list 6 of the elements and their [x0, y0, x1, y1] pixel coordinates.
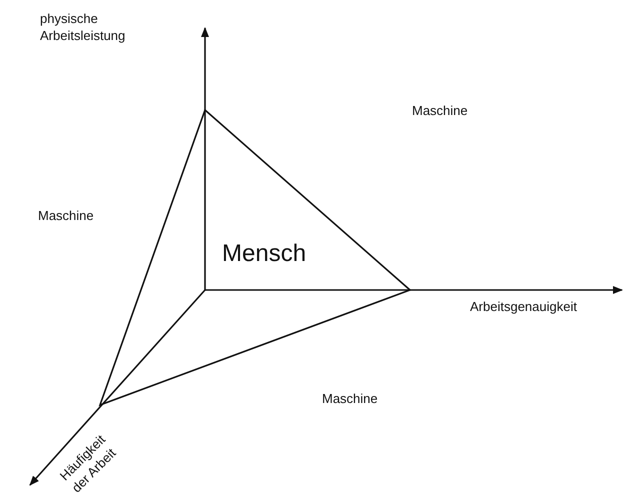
axis-label: Arbeitsgenauigkeit	[470, 298, 577, 315]
axis-label: physische Arbeitsleistung	[40, 10, 126, 44]
region-label: Mensch	[222, 240, 306, 268]
region-label: Maschine	[412, 102, 468, 119]
region-label: Maschine	[38, 207, 94, 224]
region-label: Maschine	[322, 390, 378, 407]
